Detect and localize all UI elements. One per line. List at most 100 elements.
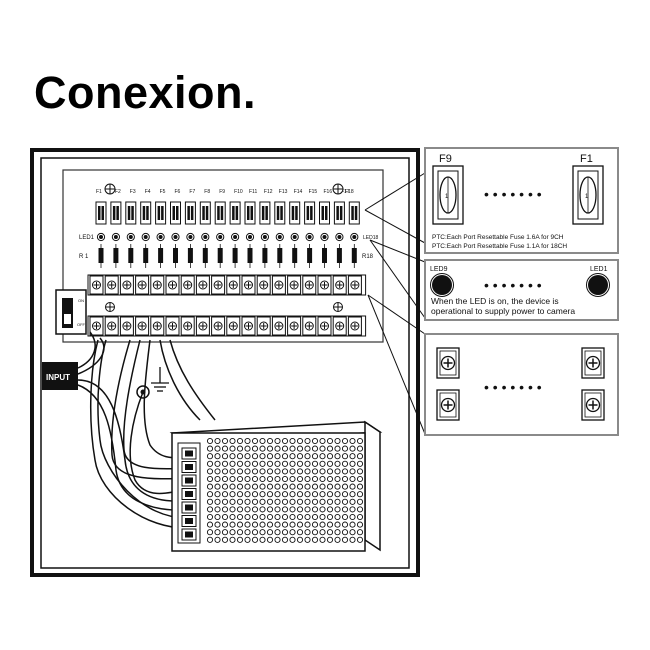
vent-hole (281, 468, 289, 475)
vent-hole (259, 460, 266, 467)
vent-hole (281, 529, 289, 536)
led-indicator (141, 232, 150, 242)
vent-hole (251, 453, 259, 460)
terminal (180, 316, 195, 336)
vent-hole (319, 536, 326, 543)
vent-hole (341, 460, 349, 467)
vent-hole (244, 483, 251, 490)
vent-hole (236, 483, 244, 490)
vent-hole (341, 475, 349, 483)
vent-hole (229, 536, 236, 543)
vent-hole (296, 491, 304, 498)
led-last-label: LED18 (363, 235, 379, 241)
vent-hole (244, 453, 251, 460)
terminal (119, 275, 134, 295)
vent-hole (311, 513, 319, 521)
vent-hole (326, 491, 334, 498)
led-indicator (96, 232, 106, 242)
fuse-holder (319, 201, 330, 225)
vent-hole (266, 437, 274, 445)
led-indicator (186, 232, 195, 242)
led-indicator (305, 232, 314, 242)
fuse-label: F6 (175, 189, 181, 195)
vent-hole (281, 460, 289, 467)
led-indicator (126, 232, 135, 242)
vent-hole (229, 453, 236, 460)
terminal (89, 275, 104, 295)
psu-terminal (181, 447, 197, 460)
led-indicator-right (588, 275, 608, 295)
vent-hole (266, 445, 274, 452)
terminal (135, 316, 150, 336)
vent-hole (236, 445, 244, 452)
vent-hole (319, 453, 326, 460)
vent-hole (296, 468, 304, 475)
terminal (317, 316, 332, 336)
fuse-holder (155, 201, 167, 225)
led-indicator (335, 232, 344, 242)
vent-hole (244, 475, 251, 483)
vent-hole (341, 506, 349, 513)
vent-hole (206, 529, 214, 536)
vent-hole (289, 536, 296, 543)
vent-hole (311, 491, 319, 498)
fuse-label: F1 (96, 189, 102, 195)
resistor (262, 244, 268, 268)
vent-hole (266, 453, 274, 460)
vent-hole (214, 491, 221, 498)
vent-hole (214, 483, 221, 490)
callout-terminal (581, 347, 605, 379)
resistor (113, 244, 119, 268)
resistor (232, 244, 238, 268)
callout-leaders (364, 172, 426, 435)
vent-hole (274, 529, 281, 536)
terminal-callout-dots: • • • • • • • (484, 379, 542, 395)
vent-hole (326, 536, 334, 543)
terminal (135, 275, 150, 295)
fuse-callout-right-label: F1 (580, 153, 593, 165)
vent-hole (244, 506, 251, 513)
terminal (211, 316, 226, 336)
vent-hole (289, 513, 296, 521)
vent-hole (296, 453, 304, 460)
fuse-callout: F9 F1 1 • • • • • • • 1 PTC:Each Port Re… (424, 147, 619, 254)
vent-hole (214, 498, 221, 505)
resistor (98, 244, 104, 268)
vent-hole (304, 453, 311, 460)
vent-hole (266, 529, 274, 536)
led-indicator (231, 232, 240, 242)
vent-hole (356, 475, 364, 483)
vent-hole (244, 498, 251, 505)
vent-hole (244, 437, 251, 445)
vent-hole (311, 453, 319, 460)
vent-hole (349, 475, 356, 483)
r-last-label: R18 (362, 254, 374, 260)
vent-hole (341, 529, 349, 536)
vent-hole (289, 521, 296, 528)
vent-hole (319, 475, 326, 483)
vent-hole (326, 445, 334, 452)
vent-hole (266, 468, 274, 475)
resistor (277, 244, 283, 268)
switch-on-label: ON (78, 298, 84, 303)
led-callout-left-label: LED9 (430, 266, 448, 273)
vent-hole (319, 513, 326, 521)
terminal (89, 316, 104, 336)
fuse-label: F18 (345, 189, 354, 195)
vent-hole (311, 483, 319, 490)
vent-hole (326, 521, 334, 528)
vent-hole (221, 521, 229, 528)
vent-hole (221, 498, 229, 505)
terminal (104, 316, 119, 336)
vent-hole (349, 521, 356, 528)
vent-hole (236, 506, 244, 513)
vent-hole (304, 460, 311, 467)
vent-hole (214, 521, 221, 528)
led-indicator (201, 232, 210, 242)
terminal (226, 275, 241, 295)
vent-hole (251, 521, 259, 528)
vent-hole (281, 437, 289, 445)
resistor-row (98, 244, 357, 268)
psu-terminal (181, 528, 197, 541)
